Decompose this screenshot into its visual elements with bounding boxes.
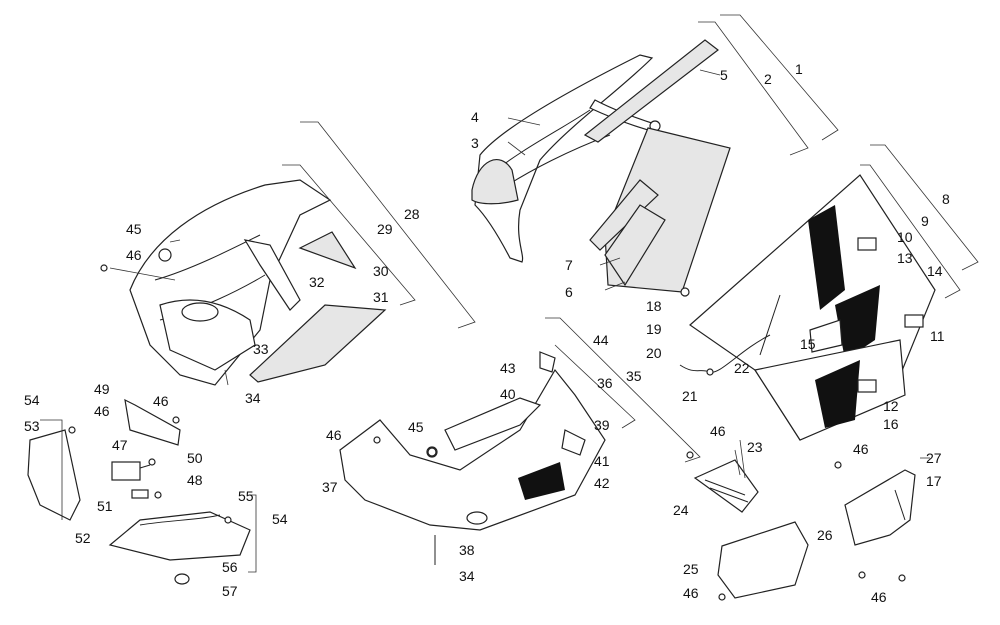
callout-11: 11 <box>930 328 945 344</box>
callout-4: 4 <box>471 109 479 125</box>
callout-51: 51 <box>97 498 113 514</box>
callout-48: 48 <box>187 472 203 488</box>
callout-52: 52 <box>75 530 91 546</box>
callout-46-h: 46 <box>871 589 887 605</box>
callout-40: 40 <box>500 386 516 402</box>
clip-48 <box>154 491 162 499</box>
screw-46-5 <box>686 451 694 459</box>
callout-34-lower: 34 <box>459 568 475 584</box>
fastener-57 <box>174 573 190 585</box>
callout-46-c: 46 <box>153 393 169 409</box>
callout-35: 35 <box>626 368 642 384</box>
callout-45-upper: 45 <box>126 221 142 237</box>
callout-34-upper: 34 <box>245 390 261 406</box>
mount-47 <box>111 461 151 481</box>
screw-46-4 <box>373 436 381 444</box>
callout-37: 37 <box>322 479 338 495</box>
callout-30: 30 <box>373 263 389 279</box>
callout-31: 31 <box>373 289 389 305</box>
callout-14: 14 <box>927 263 943 279</box>
callout-46-b: 46 <box>94 403 110 419</box>
callout-8: 8 <box>942 191 950 207</box>
clip-50 <box>148 458 156 466</box>
washer-45 <box>427 447 437 457</box>
vent-assembly-17 <box>844 469 916 546</box>
screw-46-2 <box>68 426 76 434</box>
callout-54-right: 54 <box>272 511 288 527</box>
callout-19: 19 <box>646 321 662 337</box>
callout-32: 32 <box>309 274 325 290</box>
callout-24: 24 <box>673 502 689 518</box>
callout-9: 9 <box>921 213 929 229</box>
foam-pad-31 <box>249 304 387 383</box>
callout-10: 10 <box>897 229 913 245</box>
callout-38: 38 <box>459 542 475 558</box>
belly-pan <box>339 351 606 565</box>
callout-47: 47 <box>112 437 128 453</box>
foam-pad-30 <box>298 231 357 270</box>
screw-46-8 <box>858 571 906 582</box>
callout-54-left: 54 <box>24 392 40 408</box>
callout-44: 44 <box>593 332 609 348</box>
callout-15: 15 <box>800 336 816 352</box>
callout-17: 17 <box>926 473 942 489</box>
callout-20: 20 <box>646 345 662 361</box>
callout-53: 53 <box>24 418 40 434</box>
callout-46-d: 46 <box>326 427 342 443</box>
callout-55: 55 <box>238 488 254 504</box>
callout-25: 25 <box>683 561 699 577</box>
callout-42: 42 <box>594 475 610 491</box>
foam-pad-7 <box>589 179 666 287</box>
callout-16: 16 <box>883 416 899 432</box>
callout-labels: 1 2 3 4 5 6 7 8 9 10 11 12 13 14 15 16 1… <box>24 61 950 605</box>
callout-1: 1 <box>795 61 803 77</box>
callout-46-f: 46 <box>853 441 869 457</box>
callout-5: 5 <box>720 67 728 83</box>
wire-harness <box>679 287 771 376</box>
lower-panel-52 <box>108 511 251 561</box>
callout-18: 18 <box>646 298 662 314</box>
clip-56 <box>224 516 232 524</box>
callout-21: 21 <box>682 388 698 404</box>
callout-2: 2 <box>764 71 772 87</box>
callout-6: 6 <box>565 284 573 300</box>
callout-36: 36 <box>597 375 613 391</box>
callout-56: 56 <box>222 559 238 575</box>
callout-57: 57 <box>222 583 238 599</box>
callout-23: 23 <box>747 439 763 455</box>
callout-50: 50 <box>187 450 203 466</box>
callout-22: 22 <box>734 360 750 376</box>
callout-43: 43 <box>500 360 516 376</box>
bracket-49 <box>124 398 181 446</box>
foam-pad-5 <box>583 39 719 143</box>
callout-39: 39 <box>594 417 610 433</box>
callout-3: 3 <box>471 135 479 151</box>
side-panel-assembly <box>689 174 936 441</box>
vent-assembly-24 <box>693 459 809 599</box>
callout-41: 41 <box>594 453 610 469</box>
callout-46-a: 46 <box>126 247 142 263</box>
screw-46-1 <box>100 264 108 272</box>
callout-46-g: 46 <box>683 585 699 601</box>
hood-upper <box>129 179 332 386</box>
callout-33: 33 <box>253 341 269 357</box>
callout-26: 26 <box>817 527 833 543</box>
screw-46-6 <box>834 461 842 469</box>
callout-27: 27 <box>926 450 942 466</box>
callout-28: 28 <box>404 206 420 222</box>
callout-45-lower: 45 <box>408 419 424 435</box>
screw-46-3 <box>172 416 180 424</box>
callout-7: 7 <box>565 257 573 273</box>
callout-12: 12 <box>883 398 899 414</box>
callout-29: 29 <box>377 221 393 237</box>
callout-13: 13 <box>897 250 913 266</box>
callout-46-e: 46 <box>710 423 726 439</box>
callout-49: 49 <box>94 381 110 397</box>
clip-51 <box>131 489 149 499</box>
screw-46-7 <box>718 593 726 601</box>
left-side-panel-53 <box>27 429 81 521</box>
